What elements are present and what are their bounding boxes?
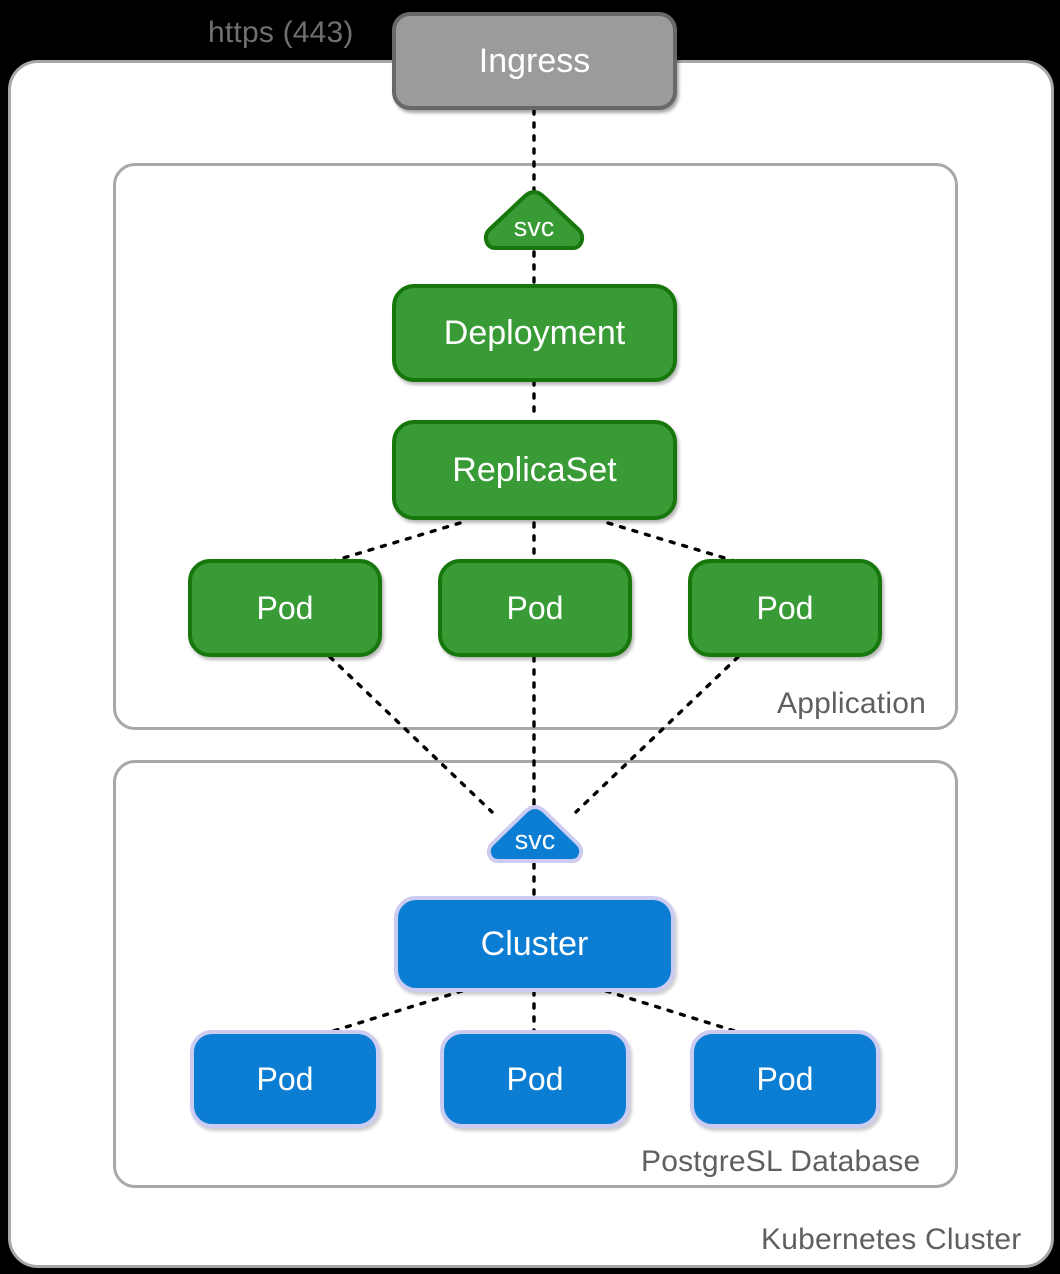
node-db-pod-2-label: Pod: [506, 1061, 564, 1097]
node-app-service[interactable]: svc: [478, 190, 590, 252]
node-app-pod-3[interactable]: Pod: [688, 559, 882, 657]
node-db-pod-3[interactable]: Pod: [690, 1030, 880, 1128]
node-replicaset[interactable]: ReplicaSet: [392, 420, 677, 520]
service-pentagon-icon: [486, 805, 584, 863]
node-db-service[interactable]: svc: [481, 805, 589, 865]
node-db-pod-2[interactable]: Pod: [440, 1030, 630, 1128]
ingress-port-label: https (443): [208, 16, 354, 49]
node-deployment-label: Deployment: [443, 314, 626, 352]
node-db-cluster-label: Cluster: [480, 925, 589, 963]
node-app-pod-3-label: Pod: [756, 590, 814, 626]
node-db-pod-1[interactable]: Pod: [190, 1030, 380, 1128]
node-replicaset-label: ReplicaSet: [452, 451, 617, 489]
node-ingress[interactable]: Ingress: [392, 12, 677, 110]
node-db-pod-1-label: Pod: [256, 1061, 314, 1097]
node-app-pod-2-label: Pod: [506, 590, 564, 626]
application-zone-label: Application: [777, 687, 926, 720]
node-app-pod-1-label: Pod: [256, 590, 314, 626]
node-app-pod-1[interactable]: Pod: [188, 559, 382, 657]
database-zone-label: PostgreSL Database: [641, 1145, 921, 1178]
service-pentagon-icon: [483, 190, 585, 250]
node-deployment[interactable]: Deployment: [392, 284, 677, 382]
node-db-cluster[interactable]: Cluster: [394, 896, 675, 992]
kubernetes-cluster-label: Kubernetes Cluster: [761, 1223, 1022, 1256]
node-db-pod-3-label: Pod: [756, 1061, 814, 1097]
node-db-service-label: svc: [514, 825, 556, 855]
node-ingress-label: Ingress: [478, 42, 591, 80]
node-app-pod-2[interactable]: Pod: [438, 559, 632, 657]
node-app-service-label: svc: [513, 212, 555, 242]
